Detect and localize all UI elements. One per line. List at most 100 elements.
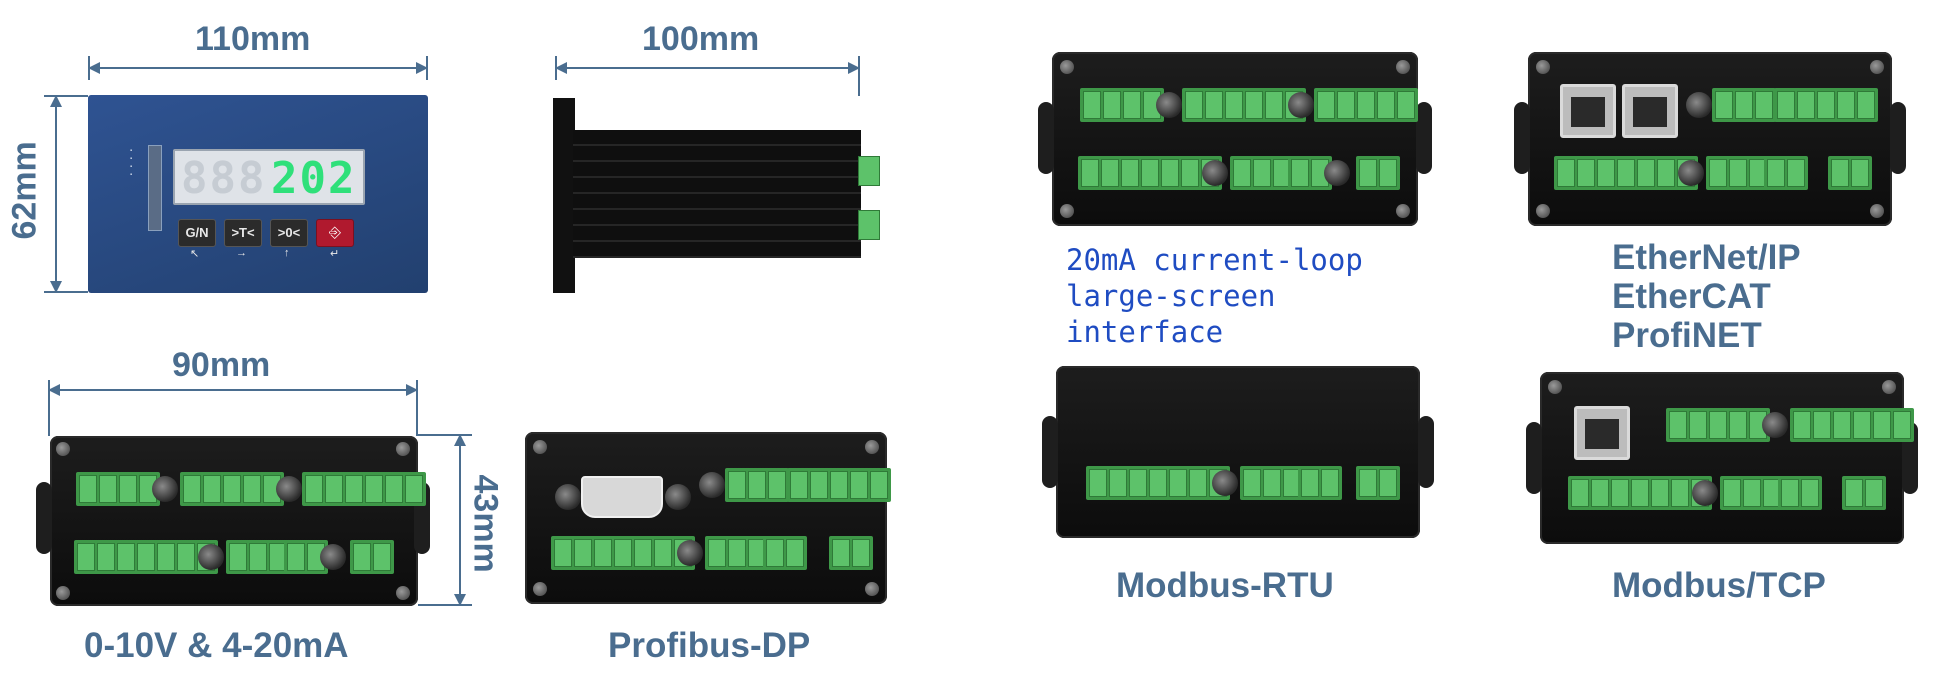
- corner-screw: [1536, 60, 1550, 74]
- caption-current-loop-line2: large-screen: [1066, 279, 1276, 313]
- corner-screw: [865, 582, 879, 596]
- mount-screw: [1678, 160, 1704, 186]
- rear-width-label: 90mm: [172, 346, 271, 384]
- terminal-block-rs485: [1764, 156, 1808, 190]
- terminal-block-inputs: [180, 472, 284, 506]
- terminal-block-load-cell: [551, 536, 695, 570]
- key-zero-arrow: ↑: [284, 247, 290, 259]
- display-digits-lit: 202: [271, 153, 357, 204]
- key-gross-net-label: G/N: [185, 225, 209, 240]
- mount-screw: [665, 484, 691, 510]
- mount-ear-left: [36, 482, 52, 554]
- terminal-block-serial: [1720, 476, 1784, 510]
- mount-screw: [1288, 92, 1314, 118]
- terminal-block-serial: [1706, 156, 1770, 190]
- side-depth-label: 100mm: [642, 20, 760, 58]
- mount-ear-left: [1514, 102, 1530, 174]
- terminal-block-inputs: [1182, 88, 1306, 122]
- terminal-block-rs485: [1778, 476, 1822, 510]
- terminal-block-inputs: [1666, 408, 1770, 442]
- terminal-block-rs485: [763, 536, 807, 570]
- corner-screw: [396, 586, 410, 600]
- key-zero[interactable]: >0<: [270, 219, 308, 247]
- front-width-dimension-line: [88, 56, 428, 80]
- terminal-block-power: [1356, 466, 1400, 500]
- mount-screw: [320, 544, 346, 570]
- terminal-block-load-cell: [1554, 156, 1698, 190]
- mount-ear-left: [1526, 422, 1542, 494]
- corner-screw: [865, 440, 879, 454]
- caption-ethercat: EtherCAT: [1612, 277, 1771, 316]
- led-display: 888 202: [173, 149, 365, 205]
- mount-screw: [555, 484, 581, 510]
- side-depth-dimension-line: [555, 56, 860, 96]
- db9-connector: [581, 476, 663, 518]
- terminal-block-load-cell: [1086, 466, 1230, 500]
- front-height-dimension-line: [44, 95, 88, 293]
- terminal-block-analog-out: [1080, 88, 1164, 122]
- mount-ear-left: [1042, 416, 1058, 488]
- corner-screw: [56, 586, 70, 600]
- bar-graph-indicator: [148, 145, 162, 231]
- mount-screw: [1156, 92, 1182, 118]
- terminal-block-power: [1356, 156, 1400, 190]
- caption-current-loop-line3: interface: [1066, 315, 1224, 349]
- corner-screw: [1870, 60, 1884, 74]
- front-height-label: 62mm: [5, 141, 44, 240]
- caption-analog: 0-10V & 4-20mA: [84, 626, 349, 665]
- terminal-block-rs485: [1298, 466, 1342, 500]
- mount-ear-right: [1418, 416, 1434, 488]
- modbus-rtu-module-rear: [1042, 366, 1434, 538]
- terminal-block-serial: [226, 540, 290, 574]
- front-panel: ▪▪▪▪ 888 202 G/N >T< >0< ⎆ ↖ → ↑ ↵: [88, 95, 428, 293]
- mount-screw: [152, 476, 178, 502]
- key-gross-net-arrow: ↖: [190, 248, 200, 260]
- terminal-block-outputs: [1790, 408, 1914, 442]
- terminal-block-outputs: [302, 472, 426, 506]
- corner-screw: [396, 442, 410, 456]
- corner-screw: [1060, 60, 1074, 74]
- caption-profinet: ProfiNET: [1612, 316, 1762, 355]
- corner-screw: [1870, 204, 1884, 218]
- key-gross-net[interactable]: G/N: [178, 219, 216, 247]
- display-digits-dim: 888: [181, 153, 267, 204]
- corner-screw: [1060, 204, 1074, 218]
- key-zero-label: >0<: [277, 225, 301, 240]
- terminal-block-load-cell: [74, 540, 218, 574]
- mount-ear-right: [1416, 102, 1432, 174]
- corner-screw: [533, 582, 547, 596]
- mount-screw: [1202, 160, 1228, 186]
- side-view-body: [573, 130, 861, 258]
- terminal-block-power: [1828, 156, 1872, 190]
- terminal-block-analog-out: [76, 472, 160, 506]
- bar-graph-scale: ▪▪▪▪: [130, 148, 133, 178]
- terminal-block-load-cell: [1078, 156, 1222, 190]
- profibus-module-rear: [525, 432, 891, 604]
- key-tare[interactable]: >T<: [224, 219, 262, 247]
- rear-width-dimension-line: [48, 380, 418, 436]
- ethernet-port: [1574, 406, 1630, 460]
- terminal-block-power: [350, 540, 394, 574]
- caption-profibus: Profibus-DP: [608, 626, 811, 665]
- corner-screw: [1536, 204, 1550, 218]
- key-tare-label: >T<: [231, 225, 255, 240]
- analog-module-rear: [36, 436, 430, 606]
- mount-ear-left: [1038, 102, 1054, 174]
- key-exit[interactable]: ⎆: [316, 219, 354, 247]
- terminal-block-outputs: [787, 468, 891, 502]
- side-terminal-lower: [858, 210, 880, 240]
- mount-screw: [1762, 412, 1788, 438]
- ethernet-module-rear: [1514, 52, 1906, 226]
- corner-screw: [56, 442, 70, 456]
- terminal-block-serial: [1230, 156, 1294, 190]
- front-width-label: 110mm: [195, 20, 311, 58]
- mount-screw: [1692, 480, 1718, 506]
- terminal-block-inputs: [1712, 88, 1776, 122]
- side-terminal-upper: [858, 156, 880, 186]
- side-view-housing: [553, 98, 575, 293]
- terminal-block-outputs: [1314, 88, 1418, 122]
- key-exit-arrow: ↵: [330, 248, 340, 260]
- corner-screw: [533, 440, 547, 454]
- mount-screw: [198, 544, 224, 570]
- key-tare-arrow: →: [236, 247, 247, 259]
